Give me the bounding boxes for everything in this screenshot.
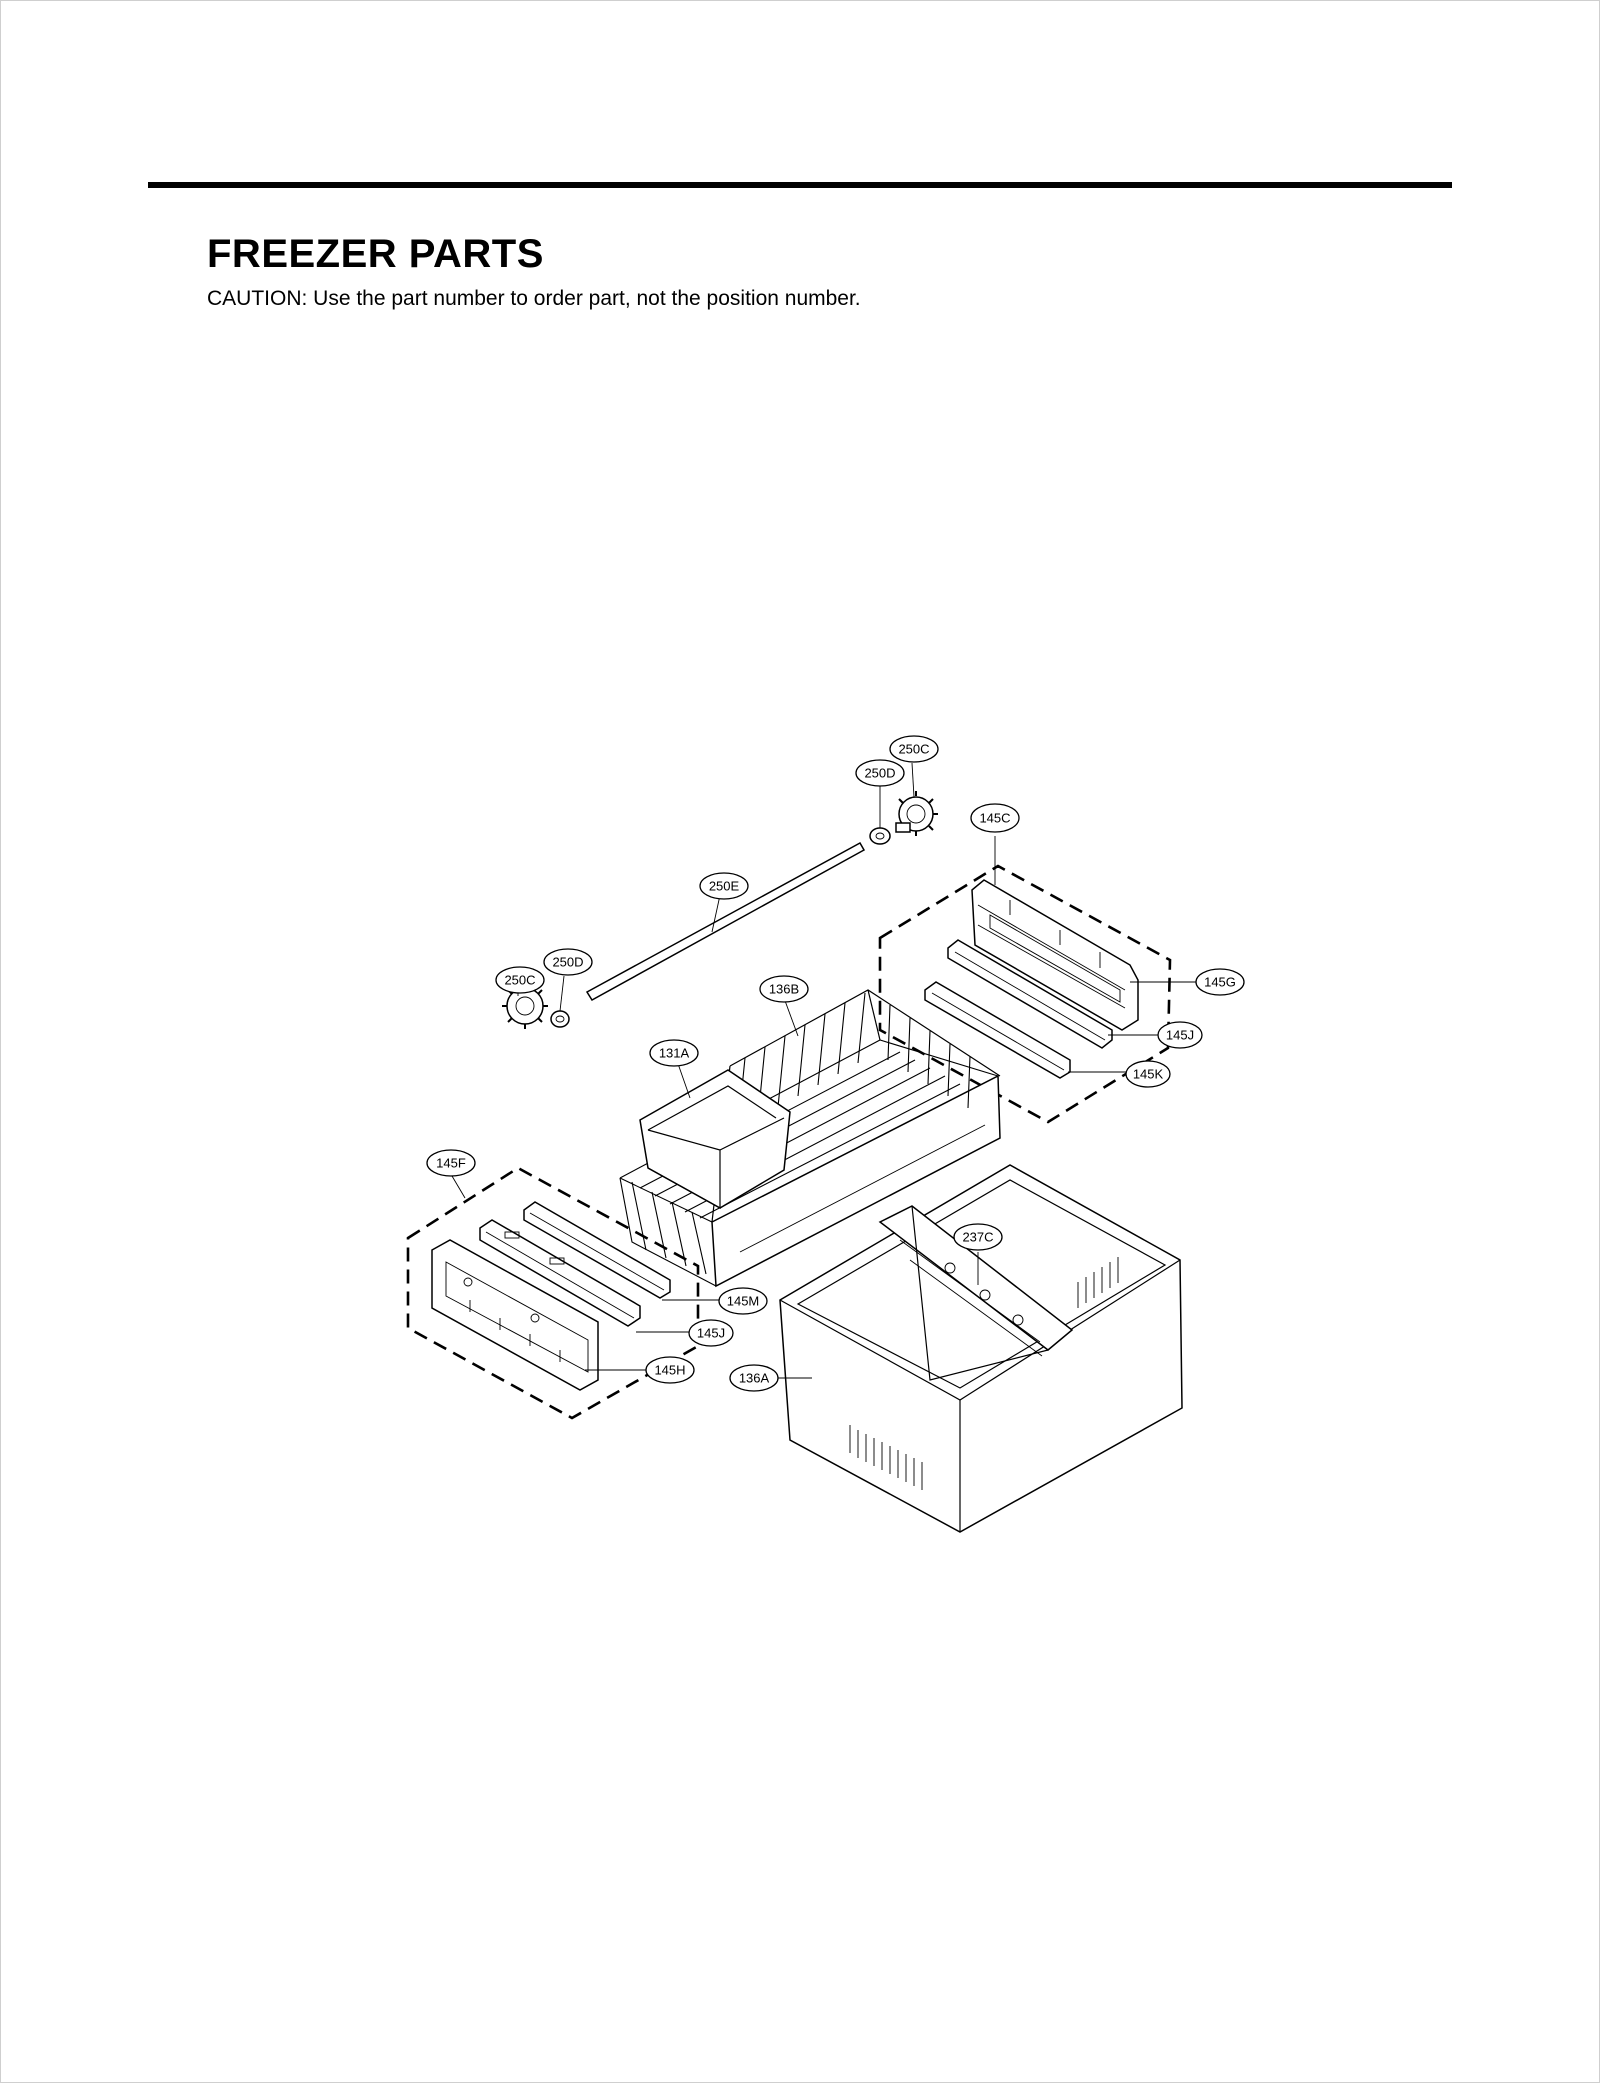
svg-text:145C: 145C xyxy=(979,811,1010,826)
callout-145M: 145M xyxy=(718,1287,768,1315)
svg-text:145G: 145G xyxy=(1204,975,1236,990)
callout-250D-left: 250D xyxy=(543,948,593,976)
svg-text:250C: 250C xyxy=(898,742,929,757)
callout-145J-right: 145J xyxy=(1157,1021,1203,1049)
part-250E-shaft xyxy=(585,841,866,1001)
svg-text:250C: 250C xyxy=(504,973,535,988)
svg-text:237C: 237C xyxy=(962,1230,993,1245)
small-bin-131A xyxy=(639,1057,791,1210)
callout-250E: 250E xyxy=(699,872,749,900)
callout-250C-top: 250C xyxy=(889,735,939,763)
callout-145C: 145C xyxy=(970,803,1020,833)
part-250C-top-gear xyxy=(895,791,938,836)
svg-text:136A: 136A xyxy=(739,1371,770,1386)
callout-250D-top: 250D xyxy=(855,759,905,787)
svg-text:145J: 145J xyxy=(697,1326,725,1341)
svg-text:145F: 145F xyxy=(436,1156,466,1171)
shaft-gear-group xyxy=(502,762,938,1029)
right-group-outline xyxy=(878,864,1172,1124)
lower-bin-136A xyxy=(752,1164,1183,1533)
svg-text:250D: 250D xyxy=(864,766,895,781)
callout-136A: 136A xyxy=(729,1364,779,1392)
svg-text:145M: 145M xyxy=(727,1294,760,1309)
bin-vents xyxy=(849,1257,1119,1490)
part-145J-right-rail xyxy=(947,939,1113,1049)
callout-145K: 145K xyxy=(1125,1060,1171,1088)
svg-text:145H: 145H xyxy=(654,1363,685,1378)
part-145H-cover xyxy=(431,1239,599,1391)
callout-145F: 145F xyxy=(426,1149,476,1177)
callout-237C: 237C xyxy=(953,1223,1003,1251)
part-145J-left-rail xyxy=(479,1219,641,1327)
callout-131A: 131A xyxy=(649,1039,699,1067)
callout-250C-left: 250C xyxy=(495,966,545,994)
svg-text:136B: 136B xyxy=(769,982,799,997)
callout-145J-left: 145J xyxy=(688,1319,734,1347)
svg-text:131A: 131A xyxy=(659,1046,690,1061)
header-rule xyxy=(148,182,1452,188)
svg-text:250D: 250D xyxy=(552,955,583,970)
callout-145G: 145G xyxy=(1195,968,1245,996)
part-145M-rail xyxy=(523,1201,671,1299)
svg-text:145K: 145K xyxy=(1133,1067,1164,1082)
caution-note: CAUTION: Use the part number to order pa… xyxy=(207,287,861,310)
svg-text:145J: 145J xyxy=(1166,1028,1194,1043)
left-rail-group xyxy=(406,1166,720,1420)
callout-145H: 145H xyxy=(645,1356,695,1384)
svg-text:250E: 250E xyxy=(709,879,740,894)
part-145G-cover xyxy=(971,879,1139,1031)
part-250D-left-bushing xyxy=(550,1010,570,1028)
right-rail-group xyxy=(878,836,1198,1124)
upper-basket-136B xyxy=(619,989,1001,1288)
page-title: FREEZER PARTS xyxy=(207,232,544,276)
part-250D-top-bushing xyxy=(869,827,891,845)
callout-136B: 136B xyxy=(759,975,809,1003)
